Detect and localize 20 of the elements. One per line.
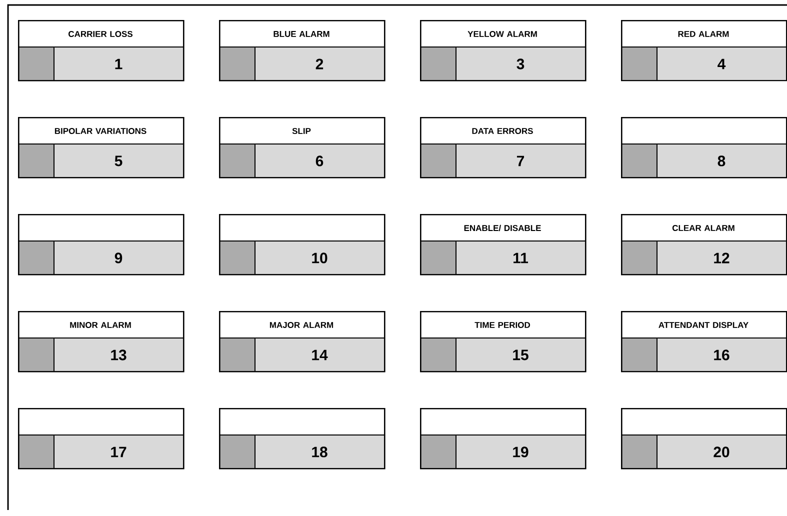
key-button: 19 [420,408,586,470]
key-button: SLIP 6 [218,117,386,178]
key-button: MINOR ALARM 13 [18,311,184,372]
key-button: TIME PERIOD 15 [420,311,586,372]
key-button: CARRIER LOSS 1 [18,20,184,82]
key-button: DATA ERRORS 7 [420,117,586,178]
key-button: 20 [620,408,787,470]
key-button: 18 [218,408,386,470]
key-button: YELLOW ALARM 3 [420,20,586,82]
key-button: 9 [18,214,184,276]
key-button: RED ALARM 4 [620,20,787,82]
key-button: BLUE ALARM 2 [218,20,386,82]
key-button: CLEAR ALARM 12 [620,214,787,276]
key-button: ENABLE/ DISABLE 11 [420,214,586,276]
key-button: 8 [620,117,787,178]
key-button: 10 [218,214,386,276]
key-button: 17 [18,408,184,470]
key-button: BIPOLAR VARIATIONS 5 [18,117,184,178]
key-button: ATTENDANT DISPLAY 16 [620,311,787,372]
key-button: MAJOR ALARM 14 [218,311,386,372]
